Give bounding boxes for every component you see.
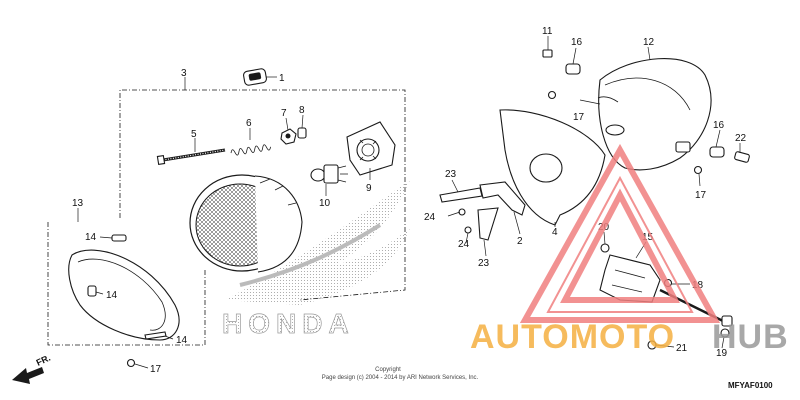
callout-14b: 14 [106,290,118,301]
honda-logo-text: HONDA [222,308,355,339]
headlight-unit [189,174,303,273]
callout-2: 2 [517,236,523,247]
copyright-line-1: Copyright [375,367,401,373]
headlight-case-part [597,58,712,171]
callout-5: 5 [191,129,197,140]
nut-part [280,128,297,145]
callout-17b: 17 [695,190,707,201]
callout-21: 21 [676,343,688,354]
callout-10: 10 [319,198,331,209]
watermark-text-part1: AUTOMOTO [470,318,675,356]
socket-cover-part [346,121,396,176]
bracket-part [439,181,526,241]
honda-wing-background: HONDA [222,180,410,339]
callout-3: 3 [181,68,187,79]
callout-23b: 23 [478,258,490,269]
callout-12: 12 [643,37,655,48]
leader-lines [77,36,741,369]
callout-9: 9 [366,183,372,194]
front-direction-label: FR. [35,353,52,368]
adjusting-bolt-part [156,148,226,166]
callout-4: 4 [552,227,558,238]
callout-13: 13 [72,198,84,209]
headlight-rim-frame [47,222,206,346]
callout-23a: 23 [445,169,457,180]
callout-11: 11 [542,26,553,37]
mounting-plate-part [499,109,606,226]
halogen-bulb-part [310,164,348,184]
front-direction-arrow: FR. [12,353,52,384]
spring-part [230,144,271,156]
callout-14c: 14 [176,335,188,346]
callout-22: 22 [735,133,747,144]
callout-24a: 24 [424,212,436,223]
callout-14a: 14 [85,232,97,243]
callout-17c: 17 [150,364,162,375]
callout-16b: 16 [713,120,725,131]
callout-19: 19 [716,348,728,359]
callout-24b: 24 [458,239,470,250]
collar-part [297,127,307,139]
lower-bracket-part [599,254,661,303]
warning-triangle-icon [519,143,721,323]
headlight-rim-part [68,234,180,341]
diagram-code: MFYAF0100 [728,381,773,390]
callout-16a: 16 [571,37,583,48]
automotohub-watermark: AUTOMOTO HUB [470,143,789,356]
callout-17a: 17 [573,112,585,123]
small-fasteners [126,49,750,368]
watermark-text-part2: HUB [712,318,789,356]
callout-8: 8 [299,105,305,116]
grommet-part [243,68,267,86]
callout-15: 15 [642,232,654,243]
callout-1: 1 [279,73,285,84]
callout-7: 7 [281,108,287,119]
callout-6: 6 [246,118,252,129]
headlight-assembly-frame [119,89,406,301]
copyright-line-2: Page design (c) 2004 - 2014 by ARI Netwo… [322,375,479,381]
